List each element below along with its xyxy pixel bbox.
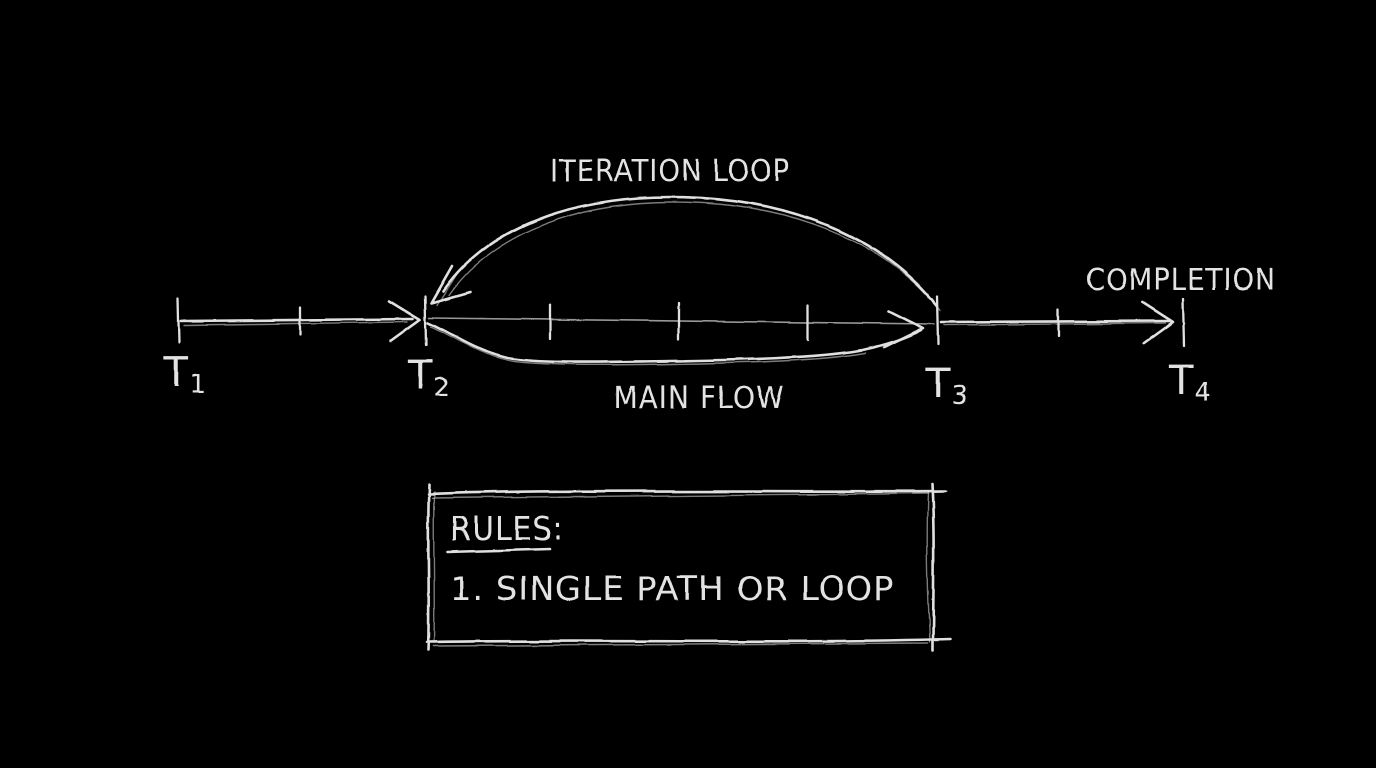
timeline-segment-t1-t2 (176, 294, 428, 347)
t1-letter: T (163, 350, 189, 396)
t2-letter: T (407, 353, 433, 399)
arrowhead-into-t2 (387, 299, 422, 343)
loop-arrowhead-into-t2 (429, 264, 472, 305)
rules-title-underline (446, 547, 553, 554)
rules-title: RULES: (450, 509, 564, 548)
main-flow-label: MAIN FLOW (613, 381, 785, 416)
timeline-label-t4: T4 (1168, 358, 1212, 408)
completion-label: COMPLETION (1086, 263, 1276, 298)
timeline-label-t1: T1 (163, 350, 207, 400)
t2-subscript: 2 (433, 373, 451, 403)
tick-t2 (423, 294, 428, 347)
timeline-segment-t2-t3 (428, 294, 940, 346)
t3-subscript: 3 (951, 381, 969, 411)
main-flow-curve (426, 309, 925, 366)
t4-subscript: 4 (1194, 378, 1212, 408)
flow-arrowhead-into-t3 (882, 309, 925, 349)
timeline-label-t3: T3 (925, 361, 969, 411)
iteration-loop-label: ITERATION LOOP (550, 154, 790, 189)
arrowhead-into-t4 (1140, 300, 1175, 345)
iteration-loop-arc (429, 195, 941, 311)
rules-box-outline (425, 482, 952, 652)
tick-t4 (1181, 297, 1186, 348)
rules-item-1: 1. SINGLE PATH OR LOOP (450, 569, 895, 608)
timeline-segment-t3-t4 (939, 297, 1186, 348)
timeline-label-t2: T2 (407, 353, 451, 403)
tick-t3 (935, 294, 940, 346)
tick-t1 (176, 297, 181, 345)
t3-letter: T (925, 361, 951, 407)
t4-letter: T (1168, 358, 1194, 404)
t1-subscript: 1 (189, 370, 207, 400)
